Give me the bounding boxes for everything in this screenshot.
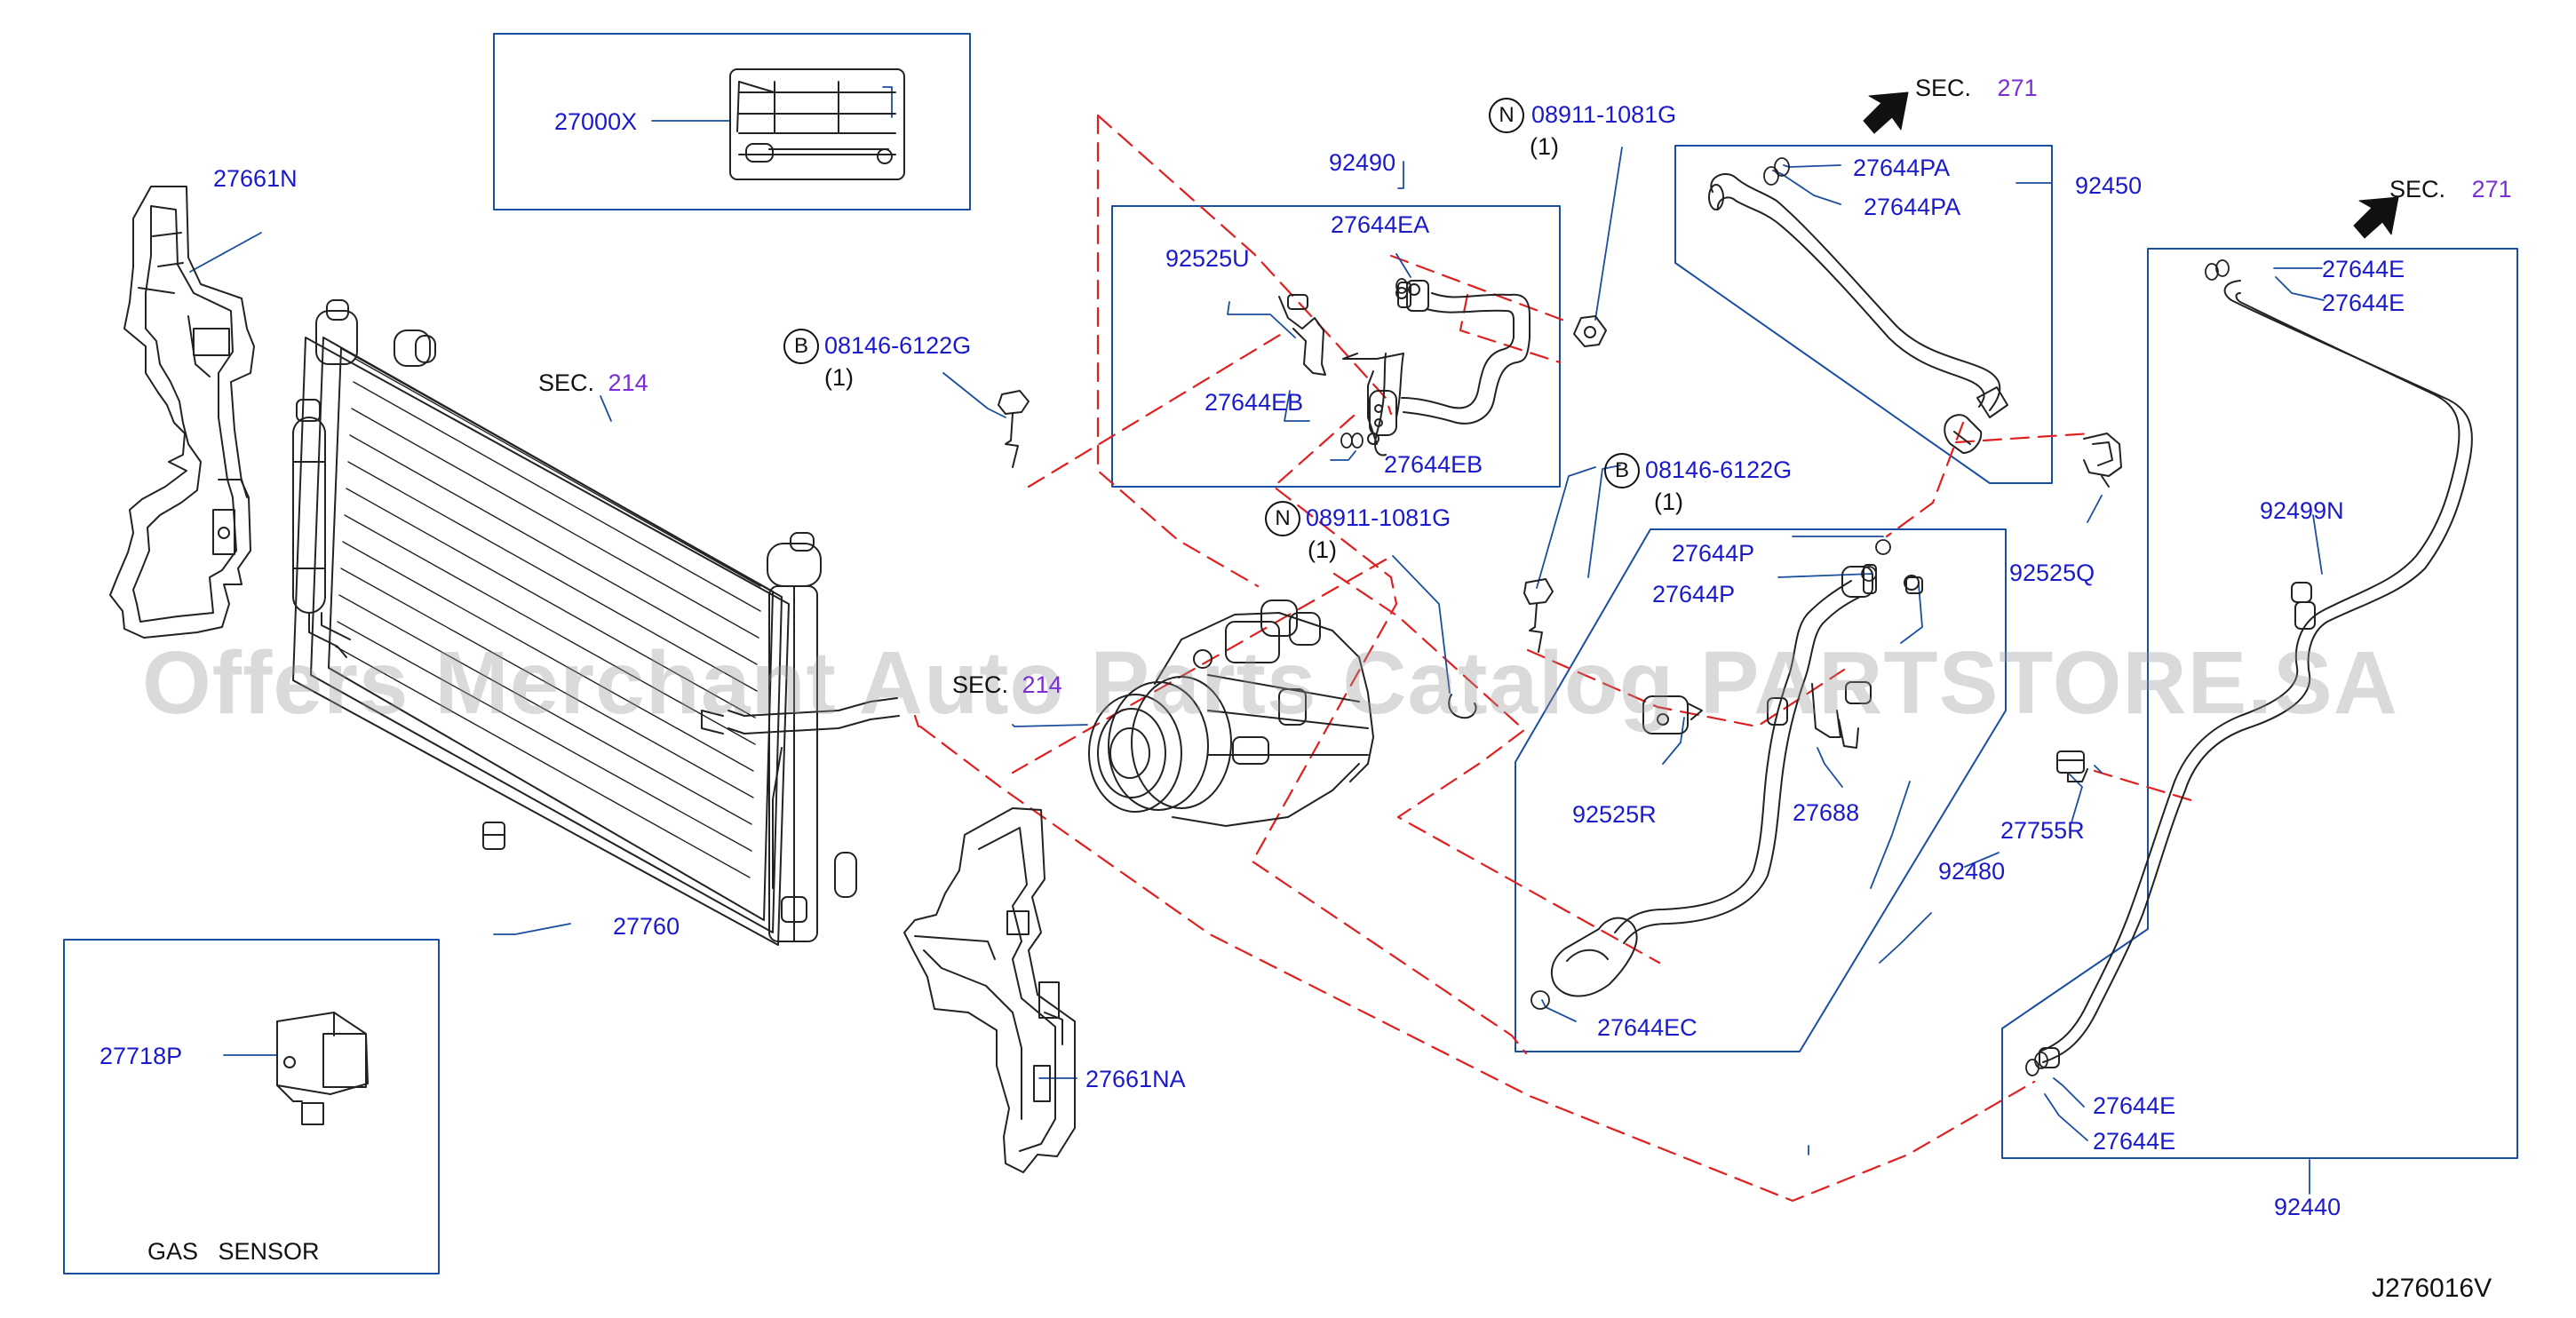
label-92525R: 92525R <box>1572 801 1657 828</box>
label-bolt-08146-6122G: 08146-6122G <box>824 332 972 359</box>
section-ref: SEC. 214 <box>952 673 1062 697</box>
label-27661NA: 27661NA <box>1085 1066 1186 1092</box>
label-27644P-1: 27644P <box>1672 540 1755 567</box>
box-92490 <box>1111 205 1561 488</box>
bolt-symbol-icon: B <box>1604 453 1640 488</box>
label-92440: 92440 <box>2274 1194 2341 1220</box>
label-92499N: 92499N <box>2260 497 2344 524</box>
nut-symbol-icon: N <box>1489 98 1524 133</box>
section-prefix: SEC. <box>952 671 1009 698</box>
box-92480 <box>1515 528 2007 1052</box>
dashed-connectors <box>913 114 2196 1203</box>
air-guide-right <box>903 807 1076 1173</box>
watermark: Offers Merchant Auto Parts Catalog PARTS… <box>142 633 2398 733</box>
qty-nut-1: (1) <box>1530 133 1559 160</box>
leader-lines <box>189 86 2325 1195</box>
diagram-code: J276016V <box>2372 1274 2493 1303</box>
label-27644EA: 27644EA <box>1331 211 1430 238</box>
qty-nut-2: (1) <box>1308 536 1337 563</box>
label-nut-08911-1081G: 08911-1081G <box>1531 101 1677 128</box>
label-27760: 27760 <box>613 913 680 940</box>
label-27718P: 27718P <box>99 1043 183 1069</box>
compressor <box>1088 599 1374 827</box>
label-27644EC: 27644EC <box>1597 1014 1697 1041</box>
label-92480: 92480 <box>1938 858 2006 885</box>
box-92450 <box>1674 145 2053 484</box>
label-27644P-2: 27644P <box>1652 581 1736 607</box>
label-27644EB-1: 27644EB <box>1205 389 1304 416</box>
hose-92490 <box>1278 280 1530 457</box>
pipe-92440 <box>2039 280 2473 1068</box>
qty-bolt-1: (1) <box>824 364 854 391</box>
arrow-icons <box>1863 91 2399 239</box>
label-plate <box>729 68 905 180</box>
label-27644E-1: 27644E <box>2322 256 2405 282</box>
label-27644E-2: 27644E <box>2322 290 2405 316</box>
section-number: 271 <box>1997 75 2038 101</box>
label-bolt-08146-6122G: 08146-6122G <box>1645 457 1793 483</box>
section-prefix: SEC. <box>1915 75 1972 101</box>
label-27688: 27688 <box>1793 799 1860 826</box>
section-ref: SEC. 214 <box>538 371 648 395</box>
o-rings <box>1340 157 2230 1076</box>
label-92450: 92450 <box>2075 172 2143 199</box>
clip-92525q <box>2083 433 2122 488</box>
callout-boxes <box>63 33 2518 1274</box>
condenser <box>292 299 900 946</box>
label-nut-08911-1081G: 08911-1081G <box>1306 504 1451 531</box>
label-27644E-3: 27644E <box>2093 1092 2176 1119</box>
label-27644PA-2: 27644PA <box>1864 194 1961 220</box>
label-27661N: 27661N <box>213 165 298 192</box>
label-box <box>493 33 971 210</box>
label-27644E-4: 27644E <box>2093 1128 2176 1155</box>
bolts-nuts <box>998 315 1923 719</box>
sec-271-arrow-icon-2 <box>2353 196 2399 239</box>
section-number: 271 <box>2471 176 2512 202</box>
section-prefix: SEC. <box>2389 176 2446 202</box>
nut-symbol-icon: N <box>1265 501 1300 536</box>
air-guide-left <box>109 186 255 639</box>
sensor-27760 <box>482 822 505 850</box>
label-27644PA-1: 27644PA <box>1853 155 1951 181</box>
hose-92450 <box>1708 173 2008 454</box>
qty-bolt-2: (1) <box>1654 488 1683 515</box>
bolt-symbol-icon: B <box>783 329 819 364</box>
sec-271-arrow-icon-1 <box>1863 91 1909 134</box>
section-number: 214 <box>608 369 648 396</box>
label-92525U: 92525U <box>1165 245 1250 272</box>
section-ref: SEC. 271 <box>2389 178 2512 202</box>
section-ref: SEC. 271 <box>1915 76 2038 100</box>
label-27000X: 27000X <box>554 108 638 135</box>
label-27644EB-2: 27644EB <box>1384 451 1483 478</box>
clip-27755r <box>2056 750 2088 782</box>
label-92490: 92490 <box>1329 149 1396 176</box>
section-number: 214 <box>1022 671 1062 698</box>
label-27755R: 27755R <box>2000 817 2085 844</box>
hose-92480 <box>1550 564 1877 997</box>
label-92525Q: 92525Q <box>2009 560 2095 586</box>
section-prefix: SEC. <box>538 369 595 396</box>
gas-sensor-caption: GAS SENSOR <box>147 1238 320 1265</box>
gas-sensor-box <box>63 939 440 1274</box>
box-92440 <box>2001 248 2518 1159</box>
gas-sensor <box>276 1012 369 1125</box>
